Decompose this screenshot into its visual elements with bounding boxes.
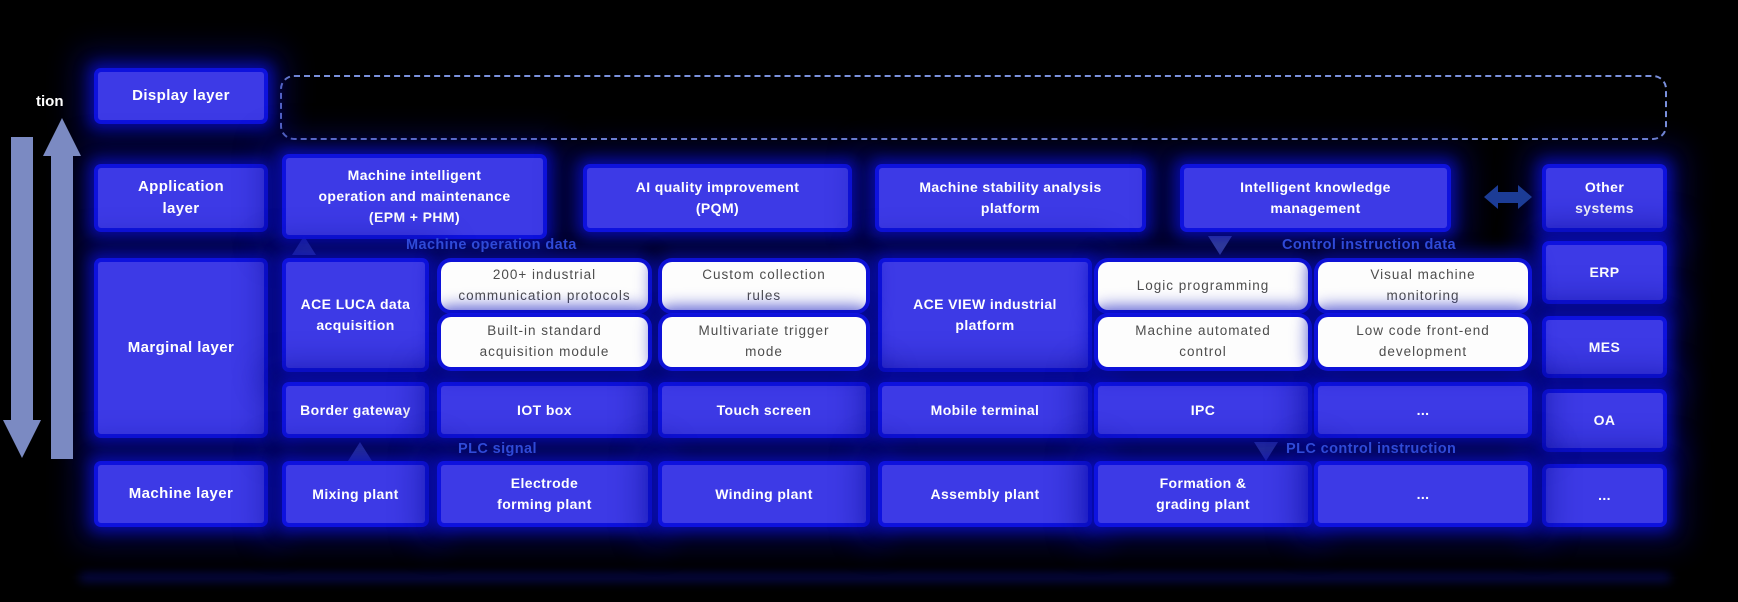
feature-logic-programming-box: Logic programming [1098,262,1308,310]
control-instruction-data-label: Control instruction data [1282,237,1456,253]
mobile-terminal-box: Mobile terminal [882,386,1088,434]
feature-acquisition-module-box: Built-in standard acquisition module [441,317,648,367]
down-arrow-icon [1254,442,1278,461]
ipc-box: IPC [1098,386,1308,434]
winding-plant-box: Winding plant [662,465,866,523]
bidirectional-arrow-icon [1484,185,1532,209]
device-ellipsis-box: ... [1318,386,1528,434]
display-layer-box: Display layer [98,72,264,120]
plc-control-instruction-label: PLC control instruction [1286,441,1457,457]
up-arrow-icon [348,442,372,461]
other-systems-box: Other systems [1546,168,1663,228]
border-gateway-box: Border gateway [286,386,425,434]
up-arrow [43,118,81,459]
app-knowledge-box: Intelligent knowledge management [1184,168,1447,228]
app-epm-phm-box: Machine intelligent operation and mainte… [286,158,543,235]
iot-box-box: IOT box [441,386,648,434]
machine-operation-data-label: Machine operation data [406,237,577,253]
oa-box: OA [1546,393,1663,448]
mes-box: MES [1546,320,1663,374]
application-layer-box: Application layer [98,168,264,228]
electrode-forming-plant-box: Electrode forming plant [441,465,648,523]
erp-box: ERP [1546,245,1663,300]
ace-luca-box: ACE LUCA data acquisition [286,262,425,368]
machine-ellipsis-box: ... [1318,465,1528,523]
bottom-glow-decoration [80,574,1670,581]
feature-automated-control-box: Machine automated control [1098,317,1308,367]
clipped-left-label: tion [36,93,64,110]
touch-screen-box: Touch screen [662,386,866,434]
feature-custom-rules-box: Custom collection rules [662,262,866,310]
down-arrow [3,137,41,458]
up-arrow-icon [292,236,316,255]
feature-low-code-box: Low code front-end development [1318,317,1528,367]
app-stability-box: Machine stability analysis platform [879,168,1142,228]
plc-signal-label: PLC signal [458,441,537,457]
down-arrow-icon [1208,236,1232,255]
display-layer-dashed-region [280,75,1667,140]
formation-grading-plant-box: Formation & grading plant [1098,465,1308,523]
assembly-plant-box: Assembly plant [882,465,1088,523]
app-pqm-box: AI quality improvement (PQM) [587,168,848,228]
ace-view-box: ACE VIEW industrial platform [882,262,1088,368]
other-systems-ellipsis-box: ... [1546,468,1663,523]
feature-protocols-box: 200+ industrial communication protocols [441,262,648,310]
feature-visual-monitoring-box: Visual machine monitoring [1318,262,1528,310]
mixing-plant-box: Mixing plant [286,465,425,523]
feature-trigger-mode-box: Multivariate trigger mode [662,317,866,367]
marginal-layer-box: Marginal layer [98,262,264,434]
machine-layer-box: Machine layer [98,465,264,523]
